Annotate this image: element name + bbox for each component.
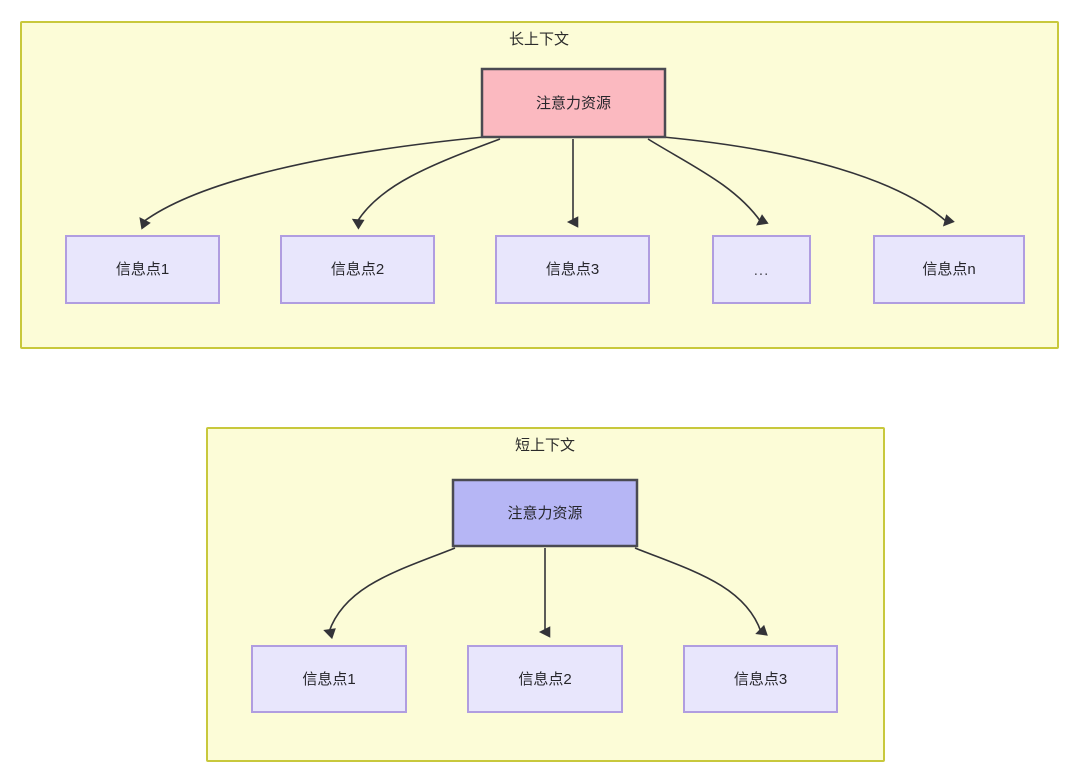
attention-resource-box-blue[interactable] bbox=[451, 478, 639, 548]
info-point-ellipsis-box[interactable] bbox=[712, 235, 811, 304]
attention-resource-box-pink[interactable] bbox=[480, 67, 667, 139]
info-point-label: 信息点3 bbox=[734, 671, 787, 688]
long-context-root-node[interactable]: 注意力资源 bbox=[480, 67, 667, 139]
info-point-label: 信息点1 bbox=[302, 671, 355, 688]
long-context-group: 长上下文 注意力资源 信息点1 信息点2 信 bbox=[20, 21, 1059, 349]
attention-resource-label-blue: 注意力资源 bbox=[507, 504, 582, 522]
short-context-leaf-1[interactable]: 信息点1 bbox=[251, 645, 407, 713]
long-context-leaf-3[interactable]: 信息点3 bbox=[495, 235, 650, 304]
short-context-leaf-2[interactable]: 信息点2 bbox=[467, 645, 623, 713]
info-point-label: 信息点3 bbox=[546, 261, 599, 278]
info-point-label: 信息点2 bbox=[518, 671, 571, 688]
long-context-title: 长上下文 bbox=[509, 31, 569, 48]
short-context-title: 短上下文 bbox=[515, 437, 575, 454]
info-point-box[interactable] bbox=[683, 645, 838, 713]
info-point-box[interactable] bbox=[495, 235, 650, 304]
info-point-label: 信息点1 bbox=[116, 261, 169, 278]
info-point-box[interactable] bbox=[467, 645, 623, 713]
long-context-leaf-2[interactable]: 信息点2 bbox=[280, 235, 435, 304]
long-context-leaf-ellipsis[interactable]: ... bbox=[712, 235, 811, 304]
long-context-leaf-1[interactable]: 信息点1 bbox=[65, 235, 220, 304]
info-point-box[interactable] bbox=[280, 235, 435, 304]
attention-resource-label-pink: 注意力资源 bbox=[536, 94, 611, 112]
short-context-leaf-3[interactable]: 信息点3 bbox=[683, 645, 838, 713]
edge-root-to-leaf-2 bbox=[351, 138, 501, 230]
info-point-box[interactable] bbox=[251, 645, 407, 713]
info-point-label: 信息点2 bbox=[331, 261, 384, 278]
long-context-leaf-n[interactable]: 信息点n bbox=[873, 235, 1025, 304]
info-point-label: 信息点n bbox=[922, 261, 975, 278]
edge-root-to-leaf-dots bbox=[647, 138, 769, 226]
info-point-box[interactable] bbox=[873, 235, 1025, 304]
edge-root-to-leaf-1 bbox=[139, 136, 485, 230]
short-context-root-node[interactable]: 注意力资源 bbox=[451, 478, 639, 548]
edge-root-to-leaf-n bbox=[662, 136, 955, 227]
edge-root-to-leaf-3 bbox=[634, 547, 768, 636]
info-point-ellipsis-label: ... bbox=[754, 262, 770, 279]
edge-root-to-leaf-1 bbox=[323, 547, 456, 640]
short-context-group: 短上下文 注意力资源 信息点1 信息点2 信息点3 bbox=[206, 427, 885, 762]
info-point-box[interactable] bbox=[65, 235, 220, 304]
